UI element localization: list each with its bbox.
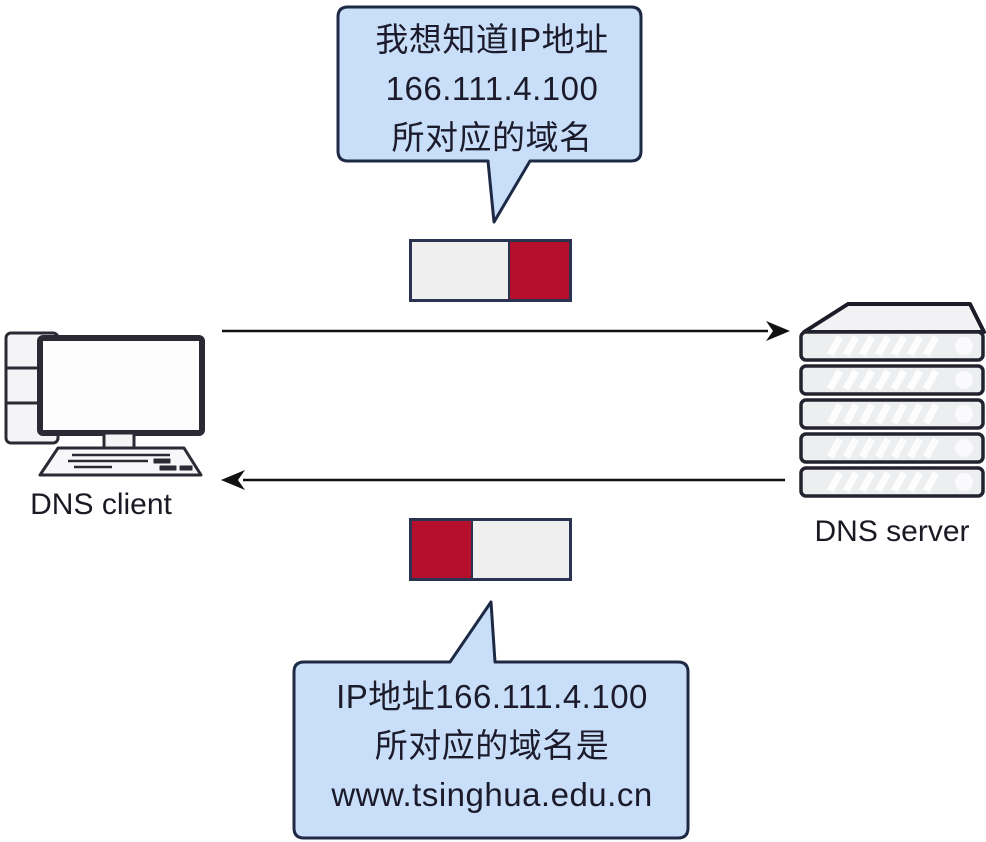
request-line-1: 我想知道IP地址 bbox=[375, 21, 609, 58]
query-message-icon bbox=[409, 239, 572, 302]
request-bubble-shape bbox=[336, 5, 643, 224]
request-arrow bbox=[222, 321, 790, 341]
server-stack-icon bbox=[799, 302, 986, 498]
response-line-3: www.tsinghua.edu.cn bbox=[331, 776, 653, 813]
server-label: DNS server bbox=[814, 515, 970, 548]
response-bubble-shape bbox=[292, 600, 690, 840]
response-bubble-text: IP地址166.111.4.100 所对应的域名是 www.tsinghua.e… bbox=[292, 672, 692, 819]
request-line-3: 所对应的域名 bbox=[391, 119, 593, 156]
response-arrow bbox=[221, 470, 785, 490]
response-line-2: 所对应的域名是 bbox=[374, 727, 610, 764]
server-slabs bbox=[799, 330, 985, 498]
client-label: DNS client bbox=[30, 488, 172, 521]
response-message-flag bbox=[412, 521, 474, 578]
desktop-computer-icon bbox=[4, 331, 205, 477]
response-message-body bbox=[473, 521, 569, 578]
response-message-icon bbox=[409, 518, 572, 581]
query-message-body bbox=[412, 242, 508, 299]
query-message-flag bbox=[507, 242, 569, 299]
request-line-2: 166.111.4.100 bbox=[385, 70, 599, 107]
request-bubble-text: 我想知道IP地址 166.111.4.100 所对应的域名 bbox=[336, 15, 648, 162]
response-line-1: IP地址166.111.4.100 bbox=[336, 678, 648, 715]
